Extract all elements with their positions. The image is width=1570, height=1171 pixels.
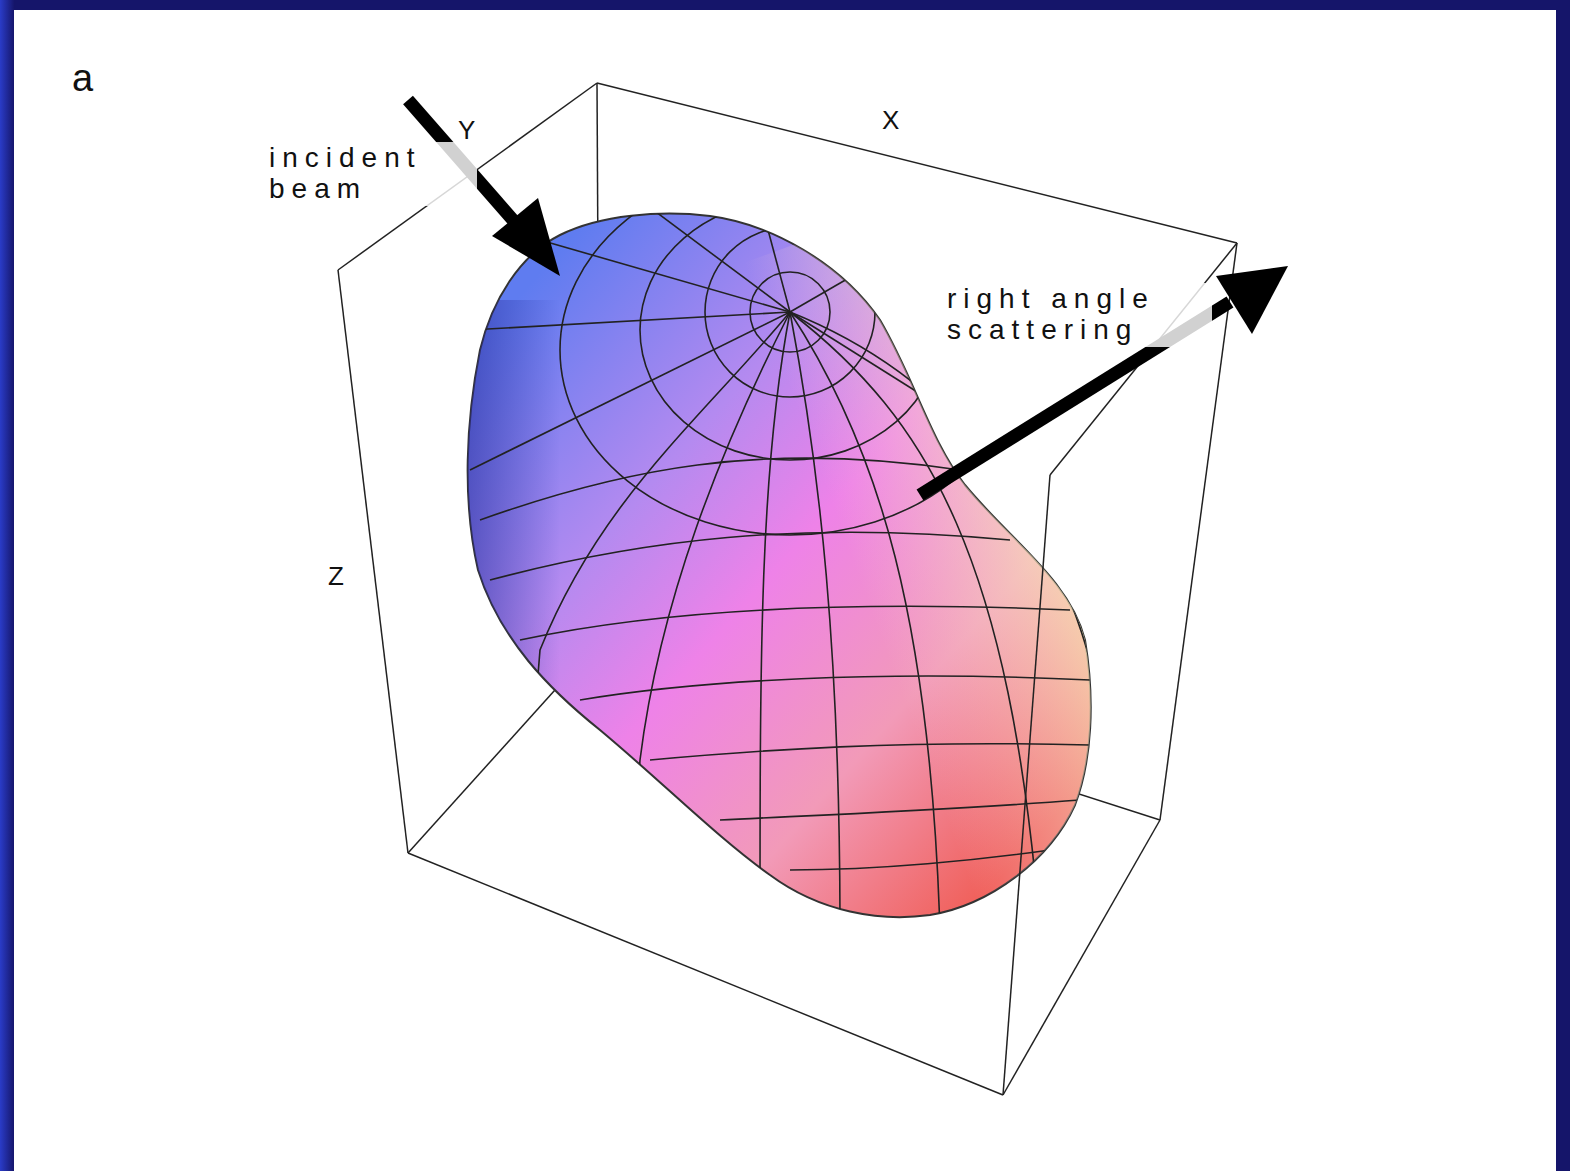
arrow-label: incident beam — [266, 142, 477, 206]
axis-label: Y — [458, 116, 475, 145]
arrow-label: right angle scattering — [944, 283, 1212, 347]
axis-label: X — [882, 106, 899, 135]
axis-label: Z — [328, 562, 344, 591]
panel-letter: a — [72, 58, 93, 100]
